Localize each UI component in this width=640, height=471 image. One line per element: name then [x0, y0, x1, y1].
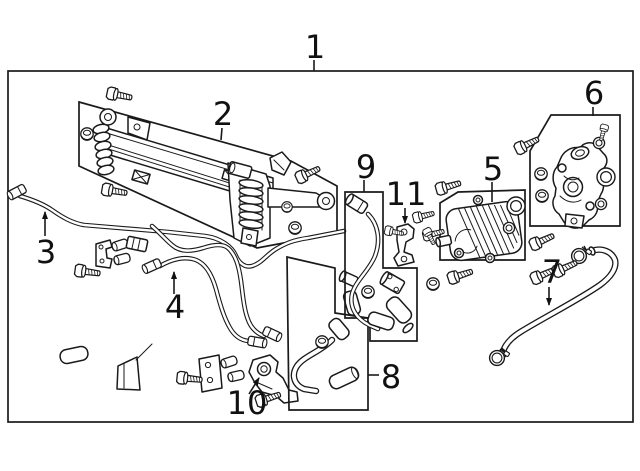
cooler-mount-arm	[267, 187, 324, 208]
diagram-outer-border	[7, 70, 634, 423]
cooler-spring	[238, 178, 264, 231]
part-8-hose-assembly[interactable]	[286, 255, 369, 411]
rubber-pad	[59, 345, 89, 365]
callout-2[interactable]: 2	[213, 95, 233, 133]
cooler-coil-fins	[92, 123, 115, 176]
part-4-cooler-pipe[interactable]	[140, 255, 269, 349]
callout-9[interactable]: 9	[356, 148, 376, 186]
part-6-cooler-base-assembly[interactable]	[529, 114, 621, 229]
callout-7[interactable]: 7	[542, 253, 562, 291]
callout-10[interactable]: 10	[227, 384, 268, 422]
part-9-pipe-assembly[interactable]	[344, 191, 418, 342]
cooler-pipe-b	[149, 223, 284, 344]
part-7-water-hose[interactable]	[488, 245, 619, 367]
hose-clamp-icon	[488, 347, 511, 367]
callout-6[interactable]: 6	[584, 74, 604, 112]
cooler-top-tab	[127, 116, 151, 141]
part-2-atf-cooler-assembly[interactable]	[78, 100, 338, 249]
callout-1[interactable]: 1	[305, 28, 325, 66]
callout-11[interactable]: 11	[386, 175, 427, 213]
part-5-engine-oil-cooler[interactable]	[435, 189, 526, 264]
callout-4[interactable]: 4	[165, 288, 185, 326]
pipe-clamp-bracket-set	[95, 235, 149, 269]
callouts: 1 2 3 4 5 6 7 8 9 10 11	[36, 28, 604, 422]
cooler-eyelet	[99, 108, 117, 126]
callout-8[interactable]: 8	[381, 358, 401, 396]
callout-3[interactable]: 3	[36, 233, 56, 271]
callout-5[interactable]: 5	[483, 150, 503, 188]
cooler-wing-bracket	[269, 151, 292, 176]
splash-shield	[116, 343, 153, 391]
